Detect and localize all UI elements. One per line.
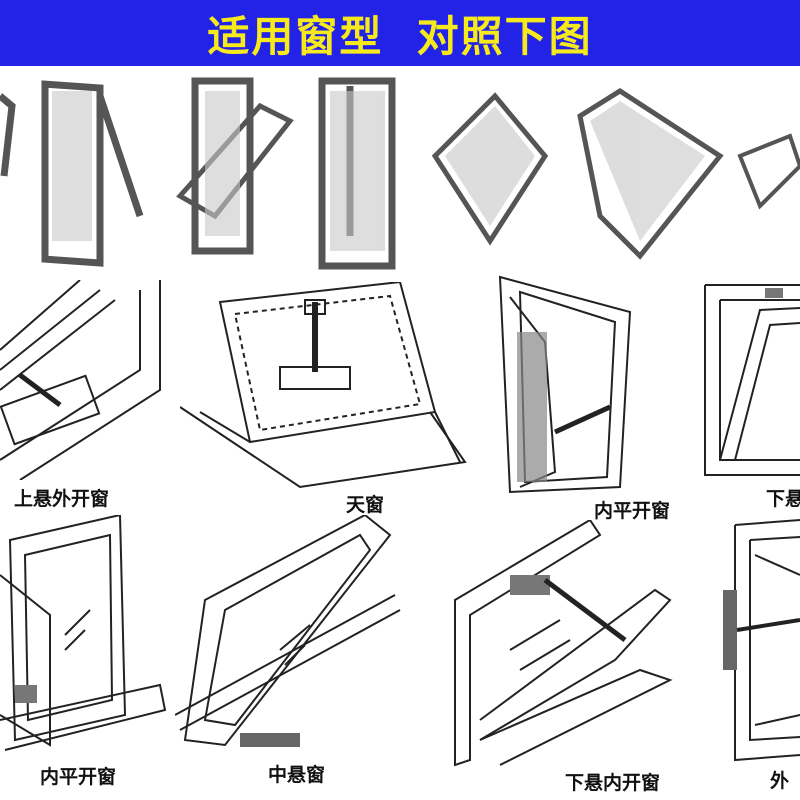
banner-title: 适用窗型 对照下图 — [207, 11, 593, 61]
label-inward-casement-2: 内平开窗 — [40, 766, 117, 788]
label-center-pivot: 中悬窗 — [268, 764, 326, 786]
skylight-drawing — [180, 282, 467, 489]
inward-casement-drawing-2 — [0, 515, 167, 751]
outward-casement-drawing — [723, 519, 800, 762]
label-bottom-hung-cut: 下悬 — [766, 488, 800, 510]
bottom-hung-drawing — [704, 284, 800, 476]
label-outward-cut: 外 — [770, 770, 790, 792]
label-skylight: 天窗 — [346, 494, 385, 516]
title-banner: 适用窗型 对照下图 — [0, 0, 800, 66]
inward-casement-drawing-1 — [498, 275, 632, 494]
label-bottom-hung-in: 下悬内开窗 — [565, 772, 661, 794]
label-top-hung-out: 上悬外开窗 — [14, 488, 110, 510]
label-inward-casement-1: 内平开窗 — [594, 500, 671, 522]
center-pivot-drawing — [175, 515, 401, 747]
bottom-hung-inward-drawing — [454, 520, 673, 767]
window-photo-row — [0, 77, 800, 270]
top-hung-window-drawing — [0, 280, 161, 480]
